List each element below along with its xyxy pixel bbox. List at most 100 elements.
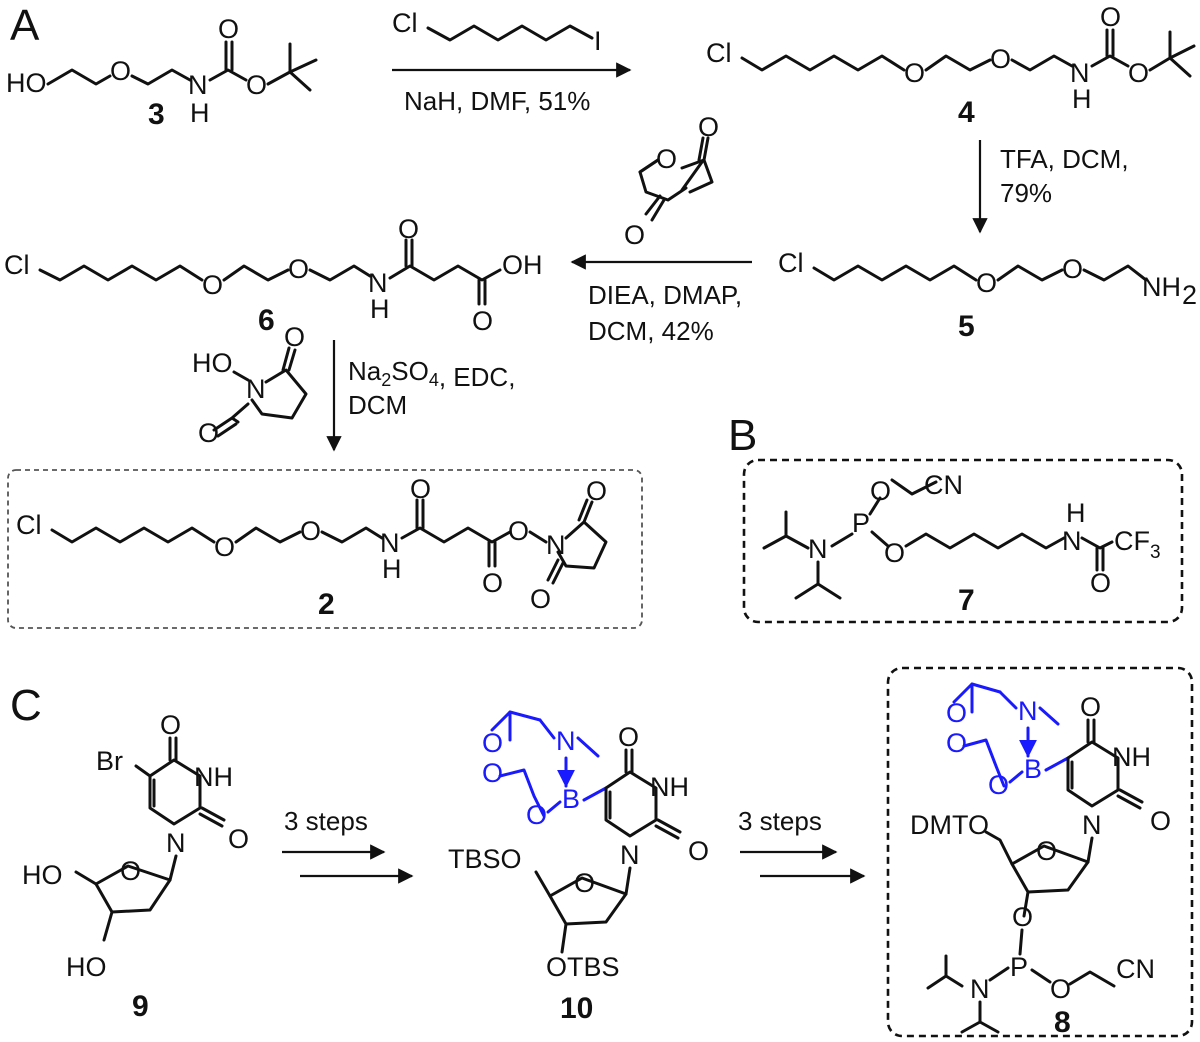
compound-7-box	[742, 458, 1184, 624]
atom-o: O	[228, 824, 249, 854]
atom-o-carbonyl: O	[624, 220, 645, 250]
atom-o-ring: O	[574, 868, 595, 898]
atom-b: B	[562, 784, 580, 814]
atom-nh: NH	[194, 762, 233, 792]
atom-nh2-subscript: 2	[1182, 280, 1197, 310]
compound-2-structure: Cl O O N H O O O N O O	[16, 474, 608, 614]
atom-o: O	[1080, 692, 1101, 722]
atom-o-mida: O	[946, 698, 967, 728]
atom-cl: Cl	[392, 8, 418, 38]
atom-o: O	[300, 516, 321, 546]
condition-step2-line1: TFA, DCM,	[1000, 144, 1129, 174]
atom-o-mida: O	[482, 728, 503, 758]
atom-nh2: NH	[1142, 272, 1181, 302]
compound-2-label: 2	[318, 588, 335, 621]
atom-o: O	[1090, 568, 1111, 598]
atom-cl: Cl	[778, 248, 804, 278]
atom-o: O	[110, 56, 131, 86]
atom-o: O	[160, 710, 181, 740]
atom-o-ester: O	[1128, 58, 1149, 88]
atom-o: O	[284, 322, 305, 352]
compound-2-box	[7, 469, 643, 629]
atom-ho: HO	[192, 348, 233, 378]
atom-o: O	[618, 722, 639, 752]
atom-h: H	[382, 554, 402, 584]
atom-h: H	[190, 98, 210, 128]
atom-n-mida: N	[1018, 696, 1038, 726]
atom-ho: HO	[22, 860, 63, 890]
compound-3-label: 3	[148, 98, 165, 131]
atom-n: N	[188, 70, 208, 100]
atom-o-carbonyl: O	[698, 112, 719, 142]
atom-o-ring: O	[120, 856, 141, 886]
atom-h: H	[370, 294, 390, 324]
condition-steps-a: 3 steps	[284, 806, 368, 836]
condition-step1: NaH, DMF, 51%	[404, 86, 590, 116]
atom-n: N	[368, 268, 388, 298]
atom-o: O	[202, 270, 223, 300]
compound-10-label: 10	[560, 992, 593, 1025]
compound-8-structure: O N O O B O NH O N O DMTO O P N O C	[910, 682, 1171, 1034]
atom-n: N	[166, 828, 186, 858]
atom-o-ring: O	[656, 144, 677, 174]
atom-i: I	[594, 26, 602, 56]
atom-b: B	[1024, 754, 1042, 784]
atom-o: O	[884, 538, 905, 568]
condition-step3-line1: DIEA, DMAP,	[588, 280, 742, 310]
atom-o-carbonyl: O	[1100, 2, 1121, 32]
atom-o-carbonyl: O	[218, 14, 239, 44]
compound-3-structure: HO O N H O O	[6, 14, 318, 128]
atom-oh: OH	[502, 250, 543, 280]
compound-5-structure: Cl O O NH 2	[778, 248, 1197, 310]
atom-p: P	[1010, 952, 1028, 982]
atom-o: O	[1062, 254, 1083, 284]
atom-o: O	[214, 532, 235, 562]
atom-o: O	[1150, 806, 1171, 836]
atom-o-ester-carbonyl: O	[482, 568, 503, 598]
atom-o: O	[990, 44, 1011, 74]
atom-o: O	[870, 476, 891, 506]
compound-5-label: 5	[958, 310, 975, 343]
atom-n-nhs: N	[546, 530, 566, 560]
atom-n-amide: N	[1062, 526, 1082, 556]
compound-4-label: 4	[958, 96, 975, 129]
atom-cn: CN	[1116, 954, 1155, 984]
condition-step4-line2: DCM	[348, 390, 407, 420]
atom-o-mida: O	[482, 758, 503, 788]
condition-step2-line2: 79%	[1000, 178, 1052, 208]
svg-text:Na2SO4, EDC,: Na2SO4, EDC,	[348, 356, 515, 392]
compound-8-box	[886, 666, 1194, 1038]
atom-br: Br	[96, 746, 123, 776]
panel-label-a: A	[10, 1, 40, 50]
reagent-chloroiodohexane: Cl I	[392, 8, 602, 56]
atom-o: O	[688, 836, 709, 866]
atom-p: P	[852, 508, 870, 538]
atom-o-ester: O	[246, 70, 267, 100]
reagent-n-hydroxysuccinimide: HO N O O	[192, 322, 308, 448]
atom-n-mida: N	[556, 726, 576, 756]
atom-o-ring: O	[1036, 836, 1057, 866]
atom-o-amide: O	[410, 474, 431, 504]
atom-cl: Cl	[706, 38, 732, 68]
atom-cn: CN	[924, 470, 963, 500]
atom-n: N	[620, 840, 640, 870]
atom-o: O	[976, 268, 997, 298]
atom-n: N	[970, 974, 990, 1004]
compound-10-structure: O N O O B O NH O N O TBSO OTBS	[448, 710, 709, 982]
condition-step4-line1: Na2SO4, EDC,	[348, 356, 515, 392]
atom-o-mida: O	[988, 770, 1009, 800]
atom-ho: HO	[66, 952, 107, 982]
atom-o: O	[198, 418, 219, 448]
panel-label-c: C	[10, 681, 42, 730]
atom-o-ester: O	[508, 516, 529, 546]
compound-6-label: 6	[258, 304, 275, 337]
atom-cl: Cl	[4, 250, 30, 280]
panel-label-b: B	[728, 411, 757, 460]
condition-steps-b: 3 steps	[738, 806, 822, 836]
atom-o-amide: O	[398, 214, 419, 244]
atom-n: N	[1070, 58, 1090, 88]
atom-cl: Cl	[16, 510, 42, 540]
compound-9-label: 9	[132, 990, 149, 1023]
reagent-succinic-anhydride: O O O	[624, 112, 719, 250]
atom-ho: HO	[6, 68, 47, 98]
